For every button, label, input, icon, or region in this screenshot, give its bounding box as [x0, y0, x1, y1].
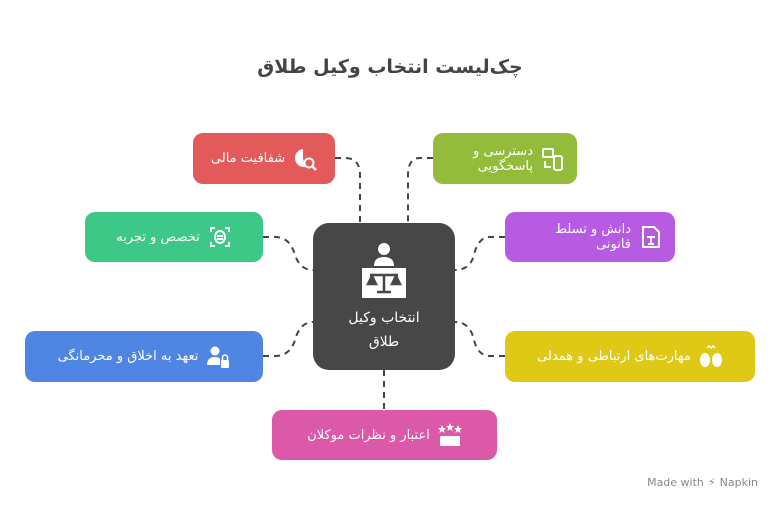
- connector-knowledge: [454, 236, 505, 271]
- connector-access: [407, 157, 433, 223]
- pie-chart-search-icon: [295, 148, 317, 171]
- connector-financial: [335, 157, 361, 223]
- connector-ethics: [263, 321, 314, 357]
- user-lock-icon: [207, 346, 230, 368]
- item-label: دانش و تسلط قانونی: [555, 222, 631, 252]
- item-accessibility: دسترسی و پاسخگویی: [433, 133, 577, 184]
- lawyer-scales-icon: [362, 242, 406, 298]
- item-reputation-reviews: اعتبار و نظرات موکلان: [272, 410, 497, 460]
- made-with-text: Made with: [647, 476, 704, 489]
- item-label: مهارت‌های ارتباطی و همدلی: [537, 349, 691, 364]
- item-ethics-confidentiality: تعهد به اخلاق و محرمانگی: [25, 331, 263, 382]
- legal-document-icon: [642, 226, 660, 248]
- item-label: دسترسی و پاسخگویی: [473, 143, 533, 174]
- people-talking-icon: [699, 344, 722, 367]
- item-expertise: تخصص و تجربه: [85, 212, 263, 262]
- devices-icon: [542, 147, 563, 171]
- napkin-brand: Napkin: [719, 476, 758, 489]
- connector-expertise: [263, 236, 314, 271]
- item-label: تعهد به اخلاق و محرمانگی: [57, 349, 199, 364]
- item-label: اعتبار و نظرات موکلان: [307, 427, 430, 443]
- item-financial-transparency: شفافیت مالی: [193, 133, 335, 184]
- stars-handshake-icon: [437, 423, 462, 446]
- item-label: شفافیت مالی: [210, 151, 286, 166]
- item-legal-knowledge: دانش و تسلط قانونی: [505, 212, 675, 262]
- napkin-watermark: Made with ⚡ Napkin: [647, 476, 758, 489]
- central-node: انتخاب وکیل طلاق: [313, 223, 455, 370]
- diagram-title: چک‌لیست انتخاب وکیل طلاق: [257, 56, 523, 78]
- item-communication-empathy: مهارت‌های ارتباطی و همدلی: [505, 331, 755, 382]
- connector-communication: [454, 321, 505, 357]
- central-node-label: انتخاب وکیل طلاق: [348, 309, 420, 350]
- item-label: تخصص و تجربه: [116, 229, 200, 245]
- expertise-icon: [209, 227, 230, 247]
- napkin-logo-icon: ⚡: [707, 476, 716, 489]
